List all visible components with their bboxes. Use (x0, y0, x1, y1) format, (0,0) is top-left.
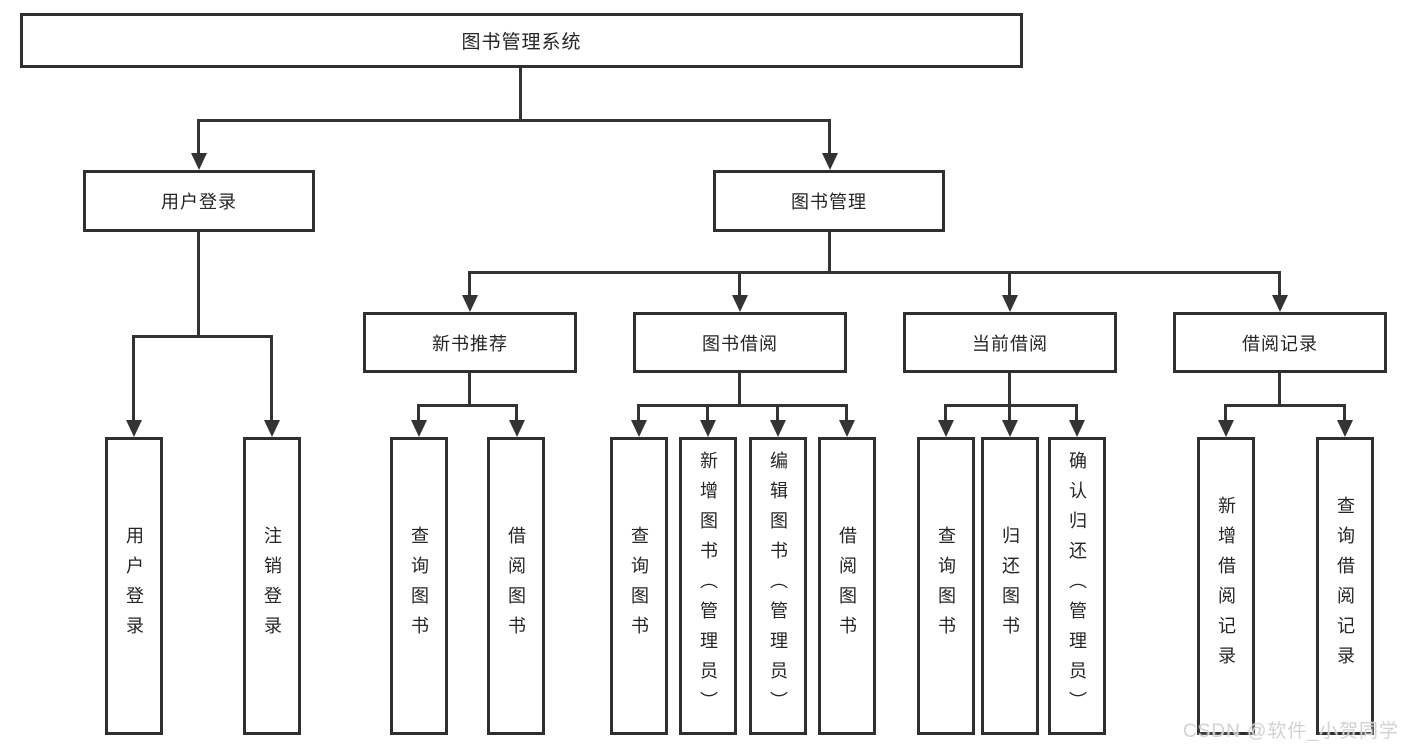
connector-new-books-drop (468, 271, 471, 297)
node-borrow-records: 借阅记录 (1173, 312, 1387, 373)
connector-br-add-drop (1224, 404, 1227, 422)
arrow-borrow-records (1272, 295, 1288, 312)
arrow-br-add (1218, 420, 1234, 437)
arrow-leaf-logout (264, 420, 280, 437)
arrow-bb-edit (770, 420, 786, 437)
connector-borrow-records-drop (1278, 271, 1281, 297)
node-leaf-bb-borrow-label: 借阅图书 (837, 526, 857, 646)
connector-user-login-bus (132, 335, 273, 338)
connector-nb-borrow-drop (515, 404, 518, 422)
node-borrow-records-label: 借阅记录 (1242, 333, 1318, 354)
node-book-borrow: 图书借阅 (633, 312, 847, 373)
node-leaf-nb-query-label: 查询图书 (409, 526, 429, 646)
node-leaf-cb-return: 归还图书 (981, 437, 1039, 735)
arrow-new-books (462, 295, 478, 312)
node-root: 图书管理系统 (20, 13, 1023, 68)
connector-cb-return-drop (1008, 404, 1011, 422)
connector-book-mgmt-drop (828, 119, 831, 155)
connector-borrow-records-bus (1224, 404, 1346, 407)
node-leaf-br-query: 查询借阅记录 (1316, 437, 1374, 735)
arrow-bb-query (631, 420, 647, 437)
connector-user-login-stem (197, 232, 200, 338)
node-book-mgmt: 图书管理 (713, 170, 945, 232)
connector-cb-query-drop (944, 404, 947, 422)
connector-bb-edit-drop (776, 404, 779, 422)
connector-bb-borrow-drop (845, 404, 848, 422)
node-leaf-cb-return-label: 归还图书 (1000, 526, 1020, 646)
node-leaf-nb-query: 查询图书 (390, 437, 448, 735)
arrow-br-query (1337, 420, 1353, 437)
node-leaf-cb-query: 查询图书 (917, 437, 975, 735)
node-current-borrow-label: 当前借阅 (972, 333, 1048, 354)
node-new-books: 新书推荐 (363, 312, 577, 373)
node-leaf-bb-query-label: 查询图书 (629, 526, 649, 646)
connector-borrow-records-stem (1278, 373, 1281, 407)
arrow-bb-borrow (839, 420, 855, 437)
arrow-bb-add (700, 420, 716, 437)
arrow-cb-query (938, 420, 954, 437)
node-leaf-bb-query: 查询图书 (610, 437, 668, 735)
arrow-current-borrow (1002, 295, 1018, 312)
node-leaf-login-label: 用户登录 (124, 526, 144, 646)
arrow-leaf-login (126, 420, 142, 437)
node-leaf-cb-confirm-label: 确认归还（管理员） (1067, 451, 1087, 721)
node-leaf-logout-label: 注销登录 (262, 526, 282, 646)
connector-level3-bus (468, 271, 1281, 274)
arrow-nb-query (411, 420, 427, 437)
connector-leaf-login-drop (132, 335, 135, 422)
node-current-borrow: 当前借阅 (903, 312, 1117, 373)
node-new-books-label: 新书推荐 (432, 333, 508, 354)
arrow-cb-confirm (1069, 420, 1085, 437)
node-leaf-bb-edit-label: 编辑图书（管理员） (768, 451, 788, 721)
connector-level2-bus (197, 119, 831, 122)
connector-book-borrow-stem (738, 373, 741, 407)
connector-root-stem (519, 68, 522, 122)
node-leaf-br-add-label: 新增借阅记录 (1216, 496, 1236, 676)
node-leaf-bb-add: 新增图书（管理员） (679, 437, 737, 735)
connector-book-borrow-bus (637, 404, 848, 407)
node-user-login: 用户登录 (83, 170, 315, 232)
arrow-book-mgmt (822, 153, 838, 170)
node-root-label: 图书管理系统 (461, 32, 582, 53)
connector-current-borrow-stem (1008, 373, 1011, 407)
connector-current-borrow-drop (1008, 271, 1011, 297)
connector-nb-query-drop (417, 404, 420, 422)
connector-user-login-drop (197, 119, 200, 155)
connector-new-books-stem (468, 373, 471, 407)
connector-book-mgmt-stem (828, 232, 831, 274)
node-book-mgmt-label: 图书管理 (791, 192, 867, 212)
arrow-nb-borrow (509, 420, 525, 437)
arrow-cb-return (1002, 420, 1018, 437)
connector-current-borrow-bus (944, 404, 1078, 407)
node-leaf-login: 用户登录 (105, 437, 163, 735)
node-leaf-br-query-label: 查询借阅记录 (1335, 496, 1355, 676)
node-leaf-cb-query-label: 查询图书 (936, 526, 956, 646)
node-leaf-bb-add-label: 新增图书（管理员） (698, 451, 718, 721)
connector-new-books-bus (417, 404, 518, 407)
node-leaf-bb-edit: 编辑图书（管理员） (749, 437, 807, 735)
connector-bb-add-drop (706, 404, 709, 422)
node-book-borrow-label: 图书借阅 (702, 333, 778, 354)
connector-bb-query-drop (637, 404, 640, 422)
connector-br-query-drop (1343, 404, 1346, 422)
node-leaf-nb-borrow: 借阅图书 (487, 437, 545, 735)
connector-leaf-logout-drop (270, 335, 273, 422)
node-leaf-logout: 注销登录 (243, 437, 301, 735)
node-leaf-br-add: 新增借阅记录 (1197, 437, 1255, 735)
connector-cb-confirm-drop (1075, 404, 1078, 422)
node-leaf-nb-borrow-label: 借阅图书 (506, 526, 526, 646)
arrow-user-login (191, 153, 207, 170)
node-leaf-bb-borrow: 借阅图书 (818, 437, 876, 735)
arrow-book-borrow (732, 295, 748, 312)
connector-book-borrow-drop (738, 271, 741, 297)
csdn-watermark: CSDN @软件_小贺同学 (1183, 721, 1399, 742)
node-user-login-label: 用户登录 (161, 192, 237, 212)
node-leaf-cb-confirm: 确认归还（管理员） (1048, 437, 1106, 735)
